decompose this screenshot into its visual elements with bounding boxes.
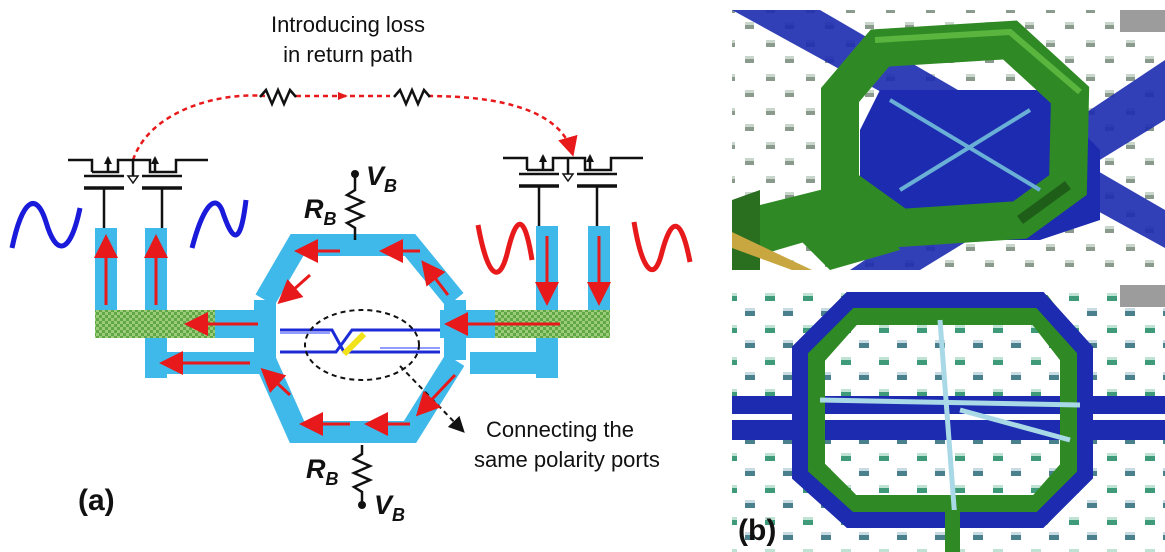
- vb-top-label: VB: [366, 161, 397, 196]
- annotation-top-line1: Introducing loss: [271, 12, 425, 37]
- layout-render-bottom: [732, 285, 1165, 552]
- resistor-left-icon: [259, 86, 297, 108]
- vb-bottom-label: VB: [374, 490, 405, 525]
- rb-bottom-label: RB: [306, 454, 339, 489]
- annotation-top-line2: in return path: [283, 42, 413, 67]
- cross-lines: [280, 328, 440, 354]
- current-arrows: [94, 234, 611, 436]
- vb-top-node: [351, 170, 359, 178]
- rb-top-label: RB: [304, 194, 337, 229]
- resistor-right-icon: [393, 86, 431, 108]
- panel-a-label: (a): [78, 484, 115, 517]
- panel-b-layout: (b): [732, 10, 1165, 552]
- bias-resistor-top-icon: [343, 174, 367, 240]
- signal-left-wave-2: [189, 199, 249, 249]
- vb-bottom-node: [358, 501, 366, 509]
- panel-b-label: (b): [738, 514, 776, 547]
- return-arrow-head: [338, 92, 348, 100]
- bias-resistor-bottom-icon: [350, 445, 374, 505]
- annotation-bottom-line2: same polarity ports: [474, 447, 660, 472]
- signal-right-wave-2: [631, 221, 693, 273]
- signal-right-wave-1: [475, 221, 535, 275]
- return-path-dashed: [131, 94, 266, 161]
- panel-a-schematic: Introducing loss in return path VB RB RB…: [9, 12, 693, 525]
- transistor-pair-left: [68, 158, 208, 228]
- annotation-bottom-line1: Connecting the: [486, 417, 634, 442]
- layout-render-top: [732, 10, 1165, 270]
- transistor-pair-right: [503, 156, 643, 226]
- crossing-pointer: [399, 365, 465, 433]
- signal-left-wave-1: [9, 201, 83, 249]
- cross-link: [341, 331, 367, 357]
- return-path-dashed-end: [427, 94, 578, 157]
- crossing-highlight: [304, 309, 420, 381]
